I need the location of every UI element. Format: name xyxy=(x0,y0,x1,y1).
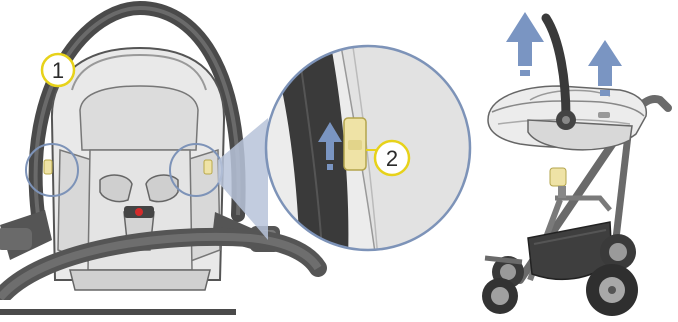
step-callout-2: 2 xyxy=(366,139,411,177)
shoulder-pad-right xyxy=(145,174,179,203)
front-wheels xyxy=(482,255,524,314)
rear-wheels xyxy=(586,234,638,316)
stroller-side-view xyxy=(482,12,672,316)
up-arrow-icon xyxy=(588,40,622,96)
shoulder-pad-left xyxy=(99,174,133,203)
release-button-left xyxy=(43,159,53,175)
zoom-circle xyxy=(264,44,472,252)
up-arrow-icon xyxy=(506,12,544,76)
up-arrow-icon xyxy=(318,122,342,170)
step-label-1: 1 xyxy=(52,58,64,83)
release-button-right xyxy=(203,159,213,175)
lifted-car-seat xyxy=(487,13,648,151)
magnified-detail xyxy=(218,44,472,252)
headrest xyxy=(79,85,199,151)
highlight-circle-left xyxy=(25,143,79,197)
step-label-2: 2 xyxy=(386,146,398,171)
harness-release-button xyxy=(135,208,143,216)
step-callout-1: 1 xyxy=(40,52,76,88)
car-seat-front-view xyxy=(0,0,327,322)
lifted-seat-handle xyxy=(541,13,571,123)
